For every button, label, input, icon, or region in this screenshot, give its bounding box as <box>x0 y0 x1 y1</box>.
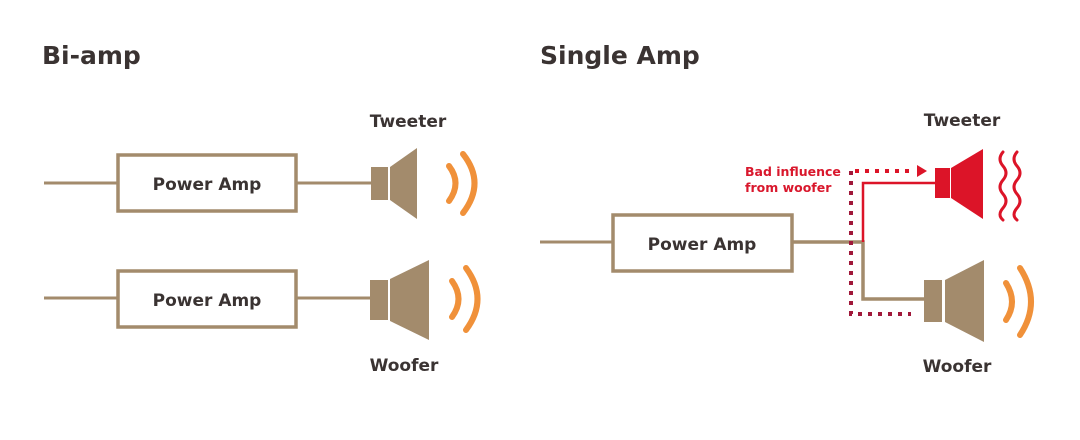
sound-wave-icon <box>446 151 478 216</box>
tweeter-speaker-icon <box>371 148 417 219</box>
dotted-path <box>849 171 911 316</box>
biamp-title: Bi-amp <box>42 41 141 70</box>
woofer-speaker-icon <box>370 260 429 340</box>
power-amp-box <box>116 269 298 329</box>
distorted-wave-icon <box>998 150 1022 222</box>
sound-wave-icon <box>1003 265 1034 338</box>
single-amp-chain: Power Amp Bad influence from woofer Twee… <box>540 111 1034 377</box>
woofer-label: Woofer <box>923 357 992 377</box>
biamp-woofer-chain: Power Amp Woofer <box>44 260 481 376</box>
tweeter-label: Tweeter <box>370 112 447 132</box>
woofer-speaker-icon <box>924 260 984 342</box>
arrowhead-icon <box>917 165 927 177</box>
tweeter-label: Tweeter <box>924 111 1001 131</box>
single-amp-title: Single Amp <box>540 41 700 70</box>
tweeter-speaker-icon <box>935 149 983 219</box>
bad-influence-path <box>849 165 927 316</box>
biamp-tweeter-chain: Power Amp Tweeter <box>44 112 478 219</box>
woofer-wire <box>792 240 925 301</box>
annotation-line1: Bad influence <box>745 164 841 179</box>
annotation-line2: from woofer <box>745 180 832 195</box>
tweeter-wire <box>861 181 935 242</box>
power-amp-box <box>611 213 794 273</box>
power-amp-label: Power Amp <box>153 291 262 311</box>
woofer-label: Woofer <box>370 356 439 376</box>
power-amp-label: Power Amp <box>153 175 262 195</box>
power-amp-label: Power Amp <box>648 235 757 255</box>
sound-wave-icon <box>449 265 481 333</box>
